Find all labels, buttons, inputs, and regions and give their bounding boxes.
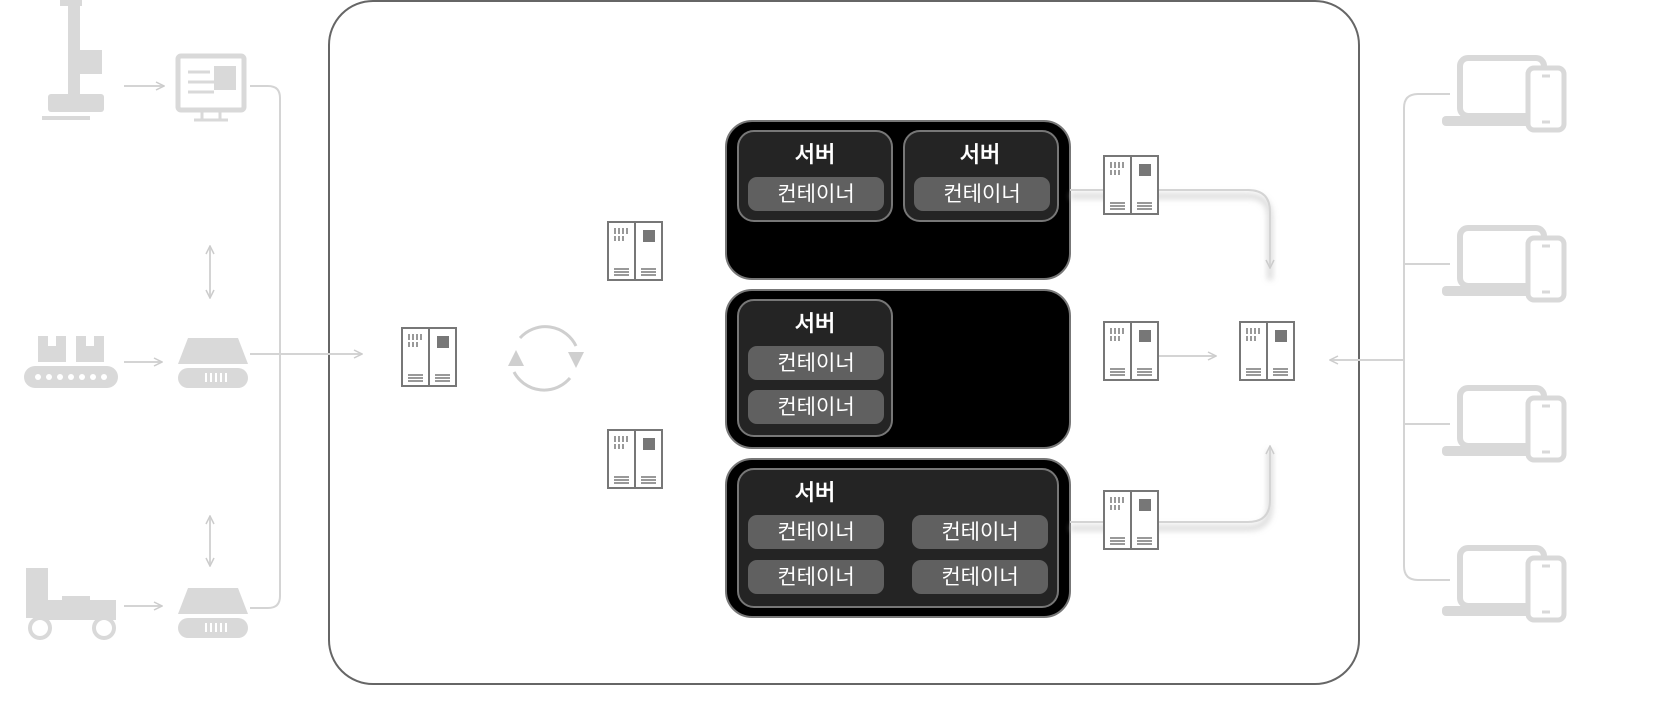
- server-title: 서버: [795, 481, 835, 506]
- server-rack-icon: [1239, 321, 1295, 381]
- gateway-router-icon: [177, 337, 249, 389]
- server-node: 서버 컨테이너: [903, 130, 1059, 222]
- cluster-block: 서버 컨테이너 컨테이너: [725, 289, 1071, 449]
- container-label: 컨테이너: [777, 351, 854, 375]
- server-title: 서버: [795, 312, 835, 337]
- forklift-icon: [26, 568, 116, 640]
- server-rack-icon: [401, 327, 457, 387]
- laptop-phone-icon: [1442, 388, 1564, 460]
- server-node: 서버 컨테이너 컨테이너: [737, 299, 893, 437]
- container-label: 컨테이너: [941, 520, 1018, 544]
- laptop-phone-icon: [1442, 548, 1564, 620]
- server-rack-icon: [1103, 155, 1159, 215]
- agv-robot-icon: [42, 0, 104, 120]
- container-label: 컨테이너: [777, 565, 854, 589]
- sync-icon: [508, 325, 584, 392]
- cluster-block: 서버 컨테이너 컨테이너 컨테이너 컨테이너: [725, 458, 1071, 618]
- server-rack-icon: [607, 221, 663, 281]
- server-rack-icon: [1103, 321, 1159, 381]
- gateway-router-icon: [177, 587, 249, 639]
- container-label: 컨테이너: [777, 520, 854, 544]
- container-label: 컨테이너: [777, 182, 854, 206]
- server-title: 서버: [795, 143, 835, 168]
- laptop-phone-icon: [1442, 228, 1564, 300]
- server-rack-icon: [607, 429, 663, 489]
- laptop-phone-icon: [1442, 58, 1564, 130]
- cluster-block: 서버 컨테이너 서버 컨테이너: [725, 120, 1071, 280]
- server-node: 서버 컨테이너 컨테이너 컨테이너 컨테이너: [737, 468, 1059, 608]
- container-label: 컨테이너: [943, 182, 1020, 206]
- container-label: 컨테이너: [777, 395, 854, 419]
- conveyor-icon: [24, 336, 118, 388]
- server-title: 서버: [960, 143, 1000, 168]
- server-rack-icon: [1103, 490, 1159, 550]
- workstation-monitor-icon: [175, 53, 247, 122]
- container-label: 컨테이너: [941, 565, 1018, 589]
- server-node: 서버 컨테이너: [737, 130, 893, 222]
